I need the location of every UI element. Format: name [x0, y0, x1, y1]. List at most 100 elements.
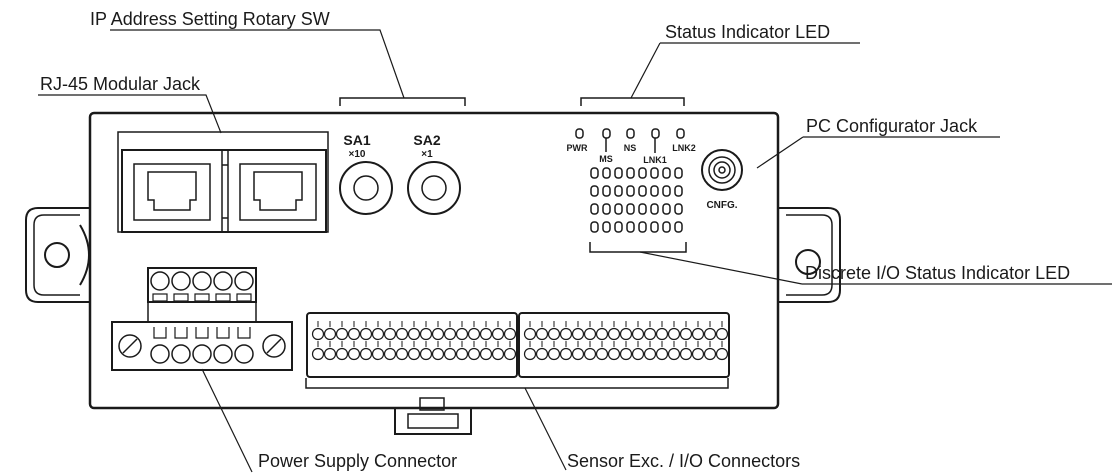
io-pin [443, 347, 457, 361]
io-pin [583, 327, 597, 341]
io-pin [559, 347, 573, 361]
ns-label: NS [624, 143, 637, 153]
io-pin [715, 327, 729, 341]
io-pin [547, 327, 561, 341]
io-led [638, 167, 647, 179]
terminal-screw [171, 271, 191, 291]
io-pin [715, 347, 729, 361]
ip-rotary-callout: IP Address Setting Rotary SW [90, 9, 330, 29]
io-pin [679, 347, 693, 361]
io-pin [323, 327, 337, 341]
io-pin [643, 347, 657, 361]
io-pin [619, 347, 633, 361]
io-pin [479, 327, 493, 341]
io-pin [503, 327, 517, 341]
leader-lines [38, 29, 1112, 473]
io-led [662, 203, 671, 215]
io-pin [419, 327, 433, 341]
io-pin [643, 327, 657, 341]
io-led [602, 185, 611, 197]
io-pin [467, 347, 481, 361]
terminal-slot [194, 293, 210, 302]
io-led [674, 203, 683, 215]
io-led [662, 185, 671, 197]
pc-config-callout: PC Configurator Jack [806, 116, 978, 136]
terminal-screw [234, 344, 254, 364]
io-pin [503, 347, 517, 361]
io-pin [571, 347, 585, 361]
terminal-screw [150, 344, 170, 364]
sensor-callout: Sensor Exc. / I/O Connectors [567, 451, 800, 471]
io-pin [535, 347, 549, 361]
lnk2-label: LNK2 [672, 143, 696, 153]
io-pin [335, 347, 349, 361]
io-pin [571, 327, 585, 341]
io-pin [347, 327, 361, 341]
discrete-io-led-grid [590, 167, 683, 233]
status-led-group: PWR MS NS LNK1 LNK2 [567, 128, 696, 165]
io-led [590, 185, 599, 197]
terminal-screw [213, 344, 233, 364]
sa1-label: SA1 [343, 132, 370, 148]
rj45-jack-block [117, 131, 329, 233]
io-led [650, 185, 659, 197]
io-pin [607, 347, 621, 361]
io-pin [371, 327, 385, 341]
io-led [626, 167, 635, 179]
ms-label: MS [599, 154, 613, 164]
io-pin [595, 327, 609, 341]
terminal-clamp [195, 327, 209, 339]
io-led [626, 185, 635, 197]
io-pin [395, 347, 409, 361]
sa2-label: SA2 [413, 132, 440, 148]
io-led [614, 185, 623, 197]
io-pin [359, 327, 373, 341]
terminal-screw [192, 344, 212, 364]
io-led [650, 167, 659, 179]
terminal-clamp [174, 327, 188, 339]
io-pin [479, 347, 493, 361]
io-led [674, 167, 683, 179]
io-pin [383, 327, 397, 341]
status-led-callout: Status Indicator LED [665, 22, 830, 42]
io-pin [535, 327, 549, 341]
device-housing [88, 111, 780, 410]
io-pin [455, 327, 469, 341]
io-pin [359, 347, 373, 361]
io-pin [419, 347, 433, 361]
io-led [614, 167, 623, 179]
terminal-screw [234, 271, 254, 291]
io-pin [523, 347, 537, 361]
power-callout: Power Supply Connector [258, 451, 457, 471]
io-connector-block [306, 312, 730, 378]
io-led [590, 221, 599, 233]
io-led [650, 221, 659, 233]
io-pin [655, 327, 669, 341]
io-led [626, 221, 635, 233]
cnfg-label: CNFG. [706, 200, 737, 211]
rotary-switch-sa2: SA2 ×1 [407, 132, 461, 215]
status-led-bracket [580, 97, 685, 106]
bottom-mount-tab [394, 397, 472, 435]
right-din-clip [778, 207, 841, 303]
io-pin [383, 347, 397, 361]
io-led [614, 203, 623, 215]
terminal-clamp [216, 327, 230, 339]
terminal-slot [236, 293, 252, 302]
io-led [590, 167, 599, 179]
io-pin [347, 347, 361, 361]
io-pin [631, 327, 645, 341]
io-pin [607, 327, 621, 341]
sa2-multiplier: ×1 [421, 149, 433, 160]
io-led [602, 203, 611, 215]
io-pin [323, 347, 337, 361]
left-din-clip [25, 207, 91, 303]
io-led [590, 203, 599, 215]
io-pin [491, 347, 505, 361]
lnk1-label: LNK1 [643, 155, 667, 165]
terminal-slot [173, 293, 189, 302]
io-pin [679, 327, 693, 341]
io-pin [491, 327, 505, 341]
io-led [638, 203, 647, 215]
